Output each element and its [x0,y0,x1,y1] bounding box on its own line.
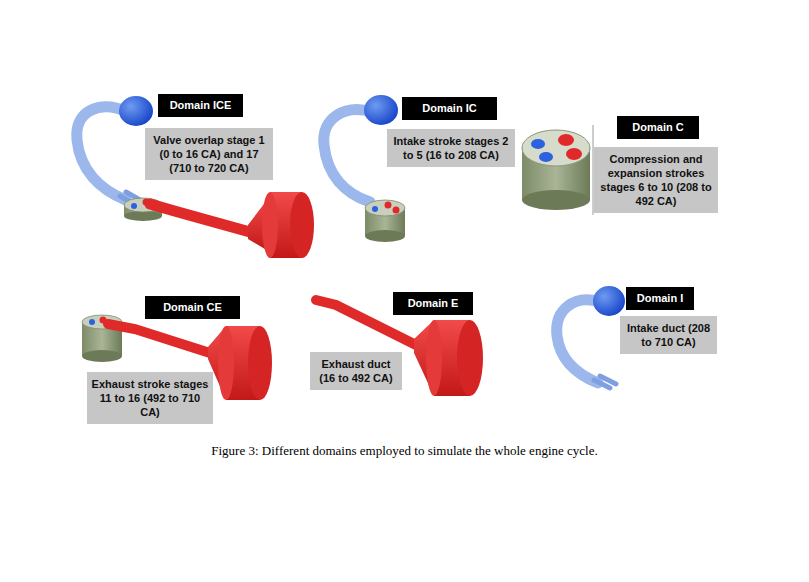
cylinder [82,350,122,362]
domain-title: Domain CE [151,301,234,314]
figure-caption: Figure 3: Different domains employed to … [0,443,809,459]
cylinder [522,130,590,210]
intake-duct [557,286,625,388]
description-text: Intake duct (208 to 710 CA) [624,321,713,349]
domain-label: Domain E [393,292,473,315]
cylinder [385,202,392,209]
exhaust-duct [262,192,278,258]
cylinder [393,207,400,214]
domain-label: Domain ICE [158,94,243,117]
cylinder [124,211,162,221]
cylinder [558,134,574,146]
domain-label: Domain IC [402,97,497,120]
description-box: Intake duct (208 to 710 CA) [620,316,717,354]
cylinder [522,130,590,166]
cylinder [539,152,553,162]
exhaust-duct [218,326,234,400]
cylinder [131,203,137,209]
intake-duct [119,96,153,126]
domain-title: Domain C [623,121,693,134]
cylinder [365,230,405,242]
description-text: Intake stroke stages 2 to 5 (16 to 208 C… [391,134,511,162]
domain-title: Domain ICE [164,99,237,112]
cylinder [89,319,95,325]
description-text: Valve overlap stage 1 (0 to 16 CA) and 1… [149,133,269,175]
exhaust-duct [248,326,272,400]
intake-duct [77,107,128,200]
domain-title: Domain I [632,292,688,305]
domain-title: Domain E [399,297,467,310]
description-text: Exhaust stroke stages 11 to 16 (492 to 7… [91,377,209,419]
description-box: Valve overlap stage 1 (0 to 16 CA) and 1… [145,128,273,180]
cylinder [365,200,405,216]
domain-label: Domain CE [145,296,240,319]
cylinder [522,190,590,210]
description-box: Exhaust duct (16 to 492 CA) [310,352,402,390]
exhaust-duct [150,204,250,232]
domain-label: Domain I [626,287,694,310]
cylinder [372,206,378,212]
description-text: Exhaust duct (16 to 492 CA) [314,357,398,385]
cylinder [365,200,405,242]
intake-duct [364,95,398,125]
description-box: Intake stroke stages 2 to 5 (16 to 208 C… [387,129,515,167]
description-box: Compression and expansion strokes stages… [594,147,718,213]
intake-duct [77,96,153,204]
cylinder [566,148,582,160]
exhaust-duct [290,192,314,258]
intake-duct [324,110,372,202]
intake-duct [593,286,625,316]
intake-duct [594,376,616,388]
description-text: Compression and expansion strokes stages… [598,152,714,208]
exhaust-duct [108,324,210,353]
exhaust-duct [426,320,442,396]
description-box: Exhaust stroke stages 11 to 16 (492 to 7… [87,372,213,424]
cylinder [531,139,545,149]
exhaust-duct [457,320,483,396]
exhaust-duct [150,192,314,258]
intake-duct [557,300,600,383]
domain-label: Domain C [617,116,699,139]
domain-title: Domain IC [408,102,491,115]
